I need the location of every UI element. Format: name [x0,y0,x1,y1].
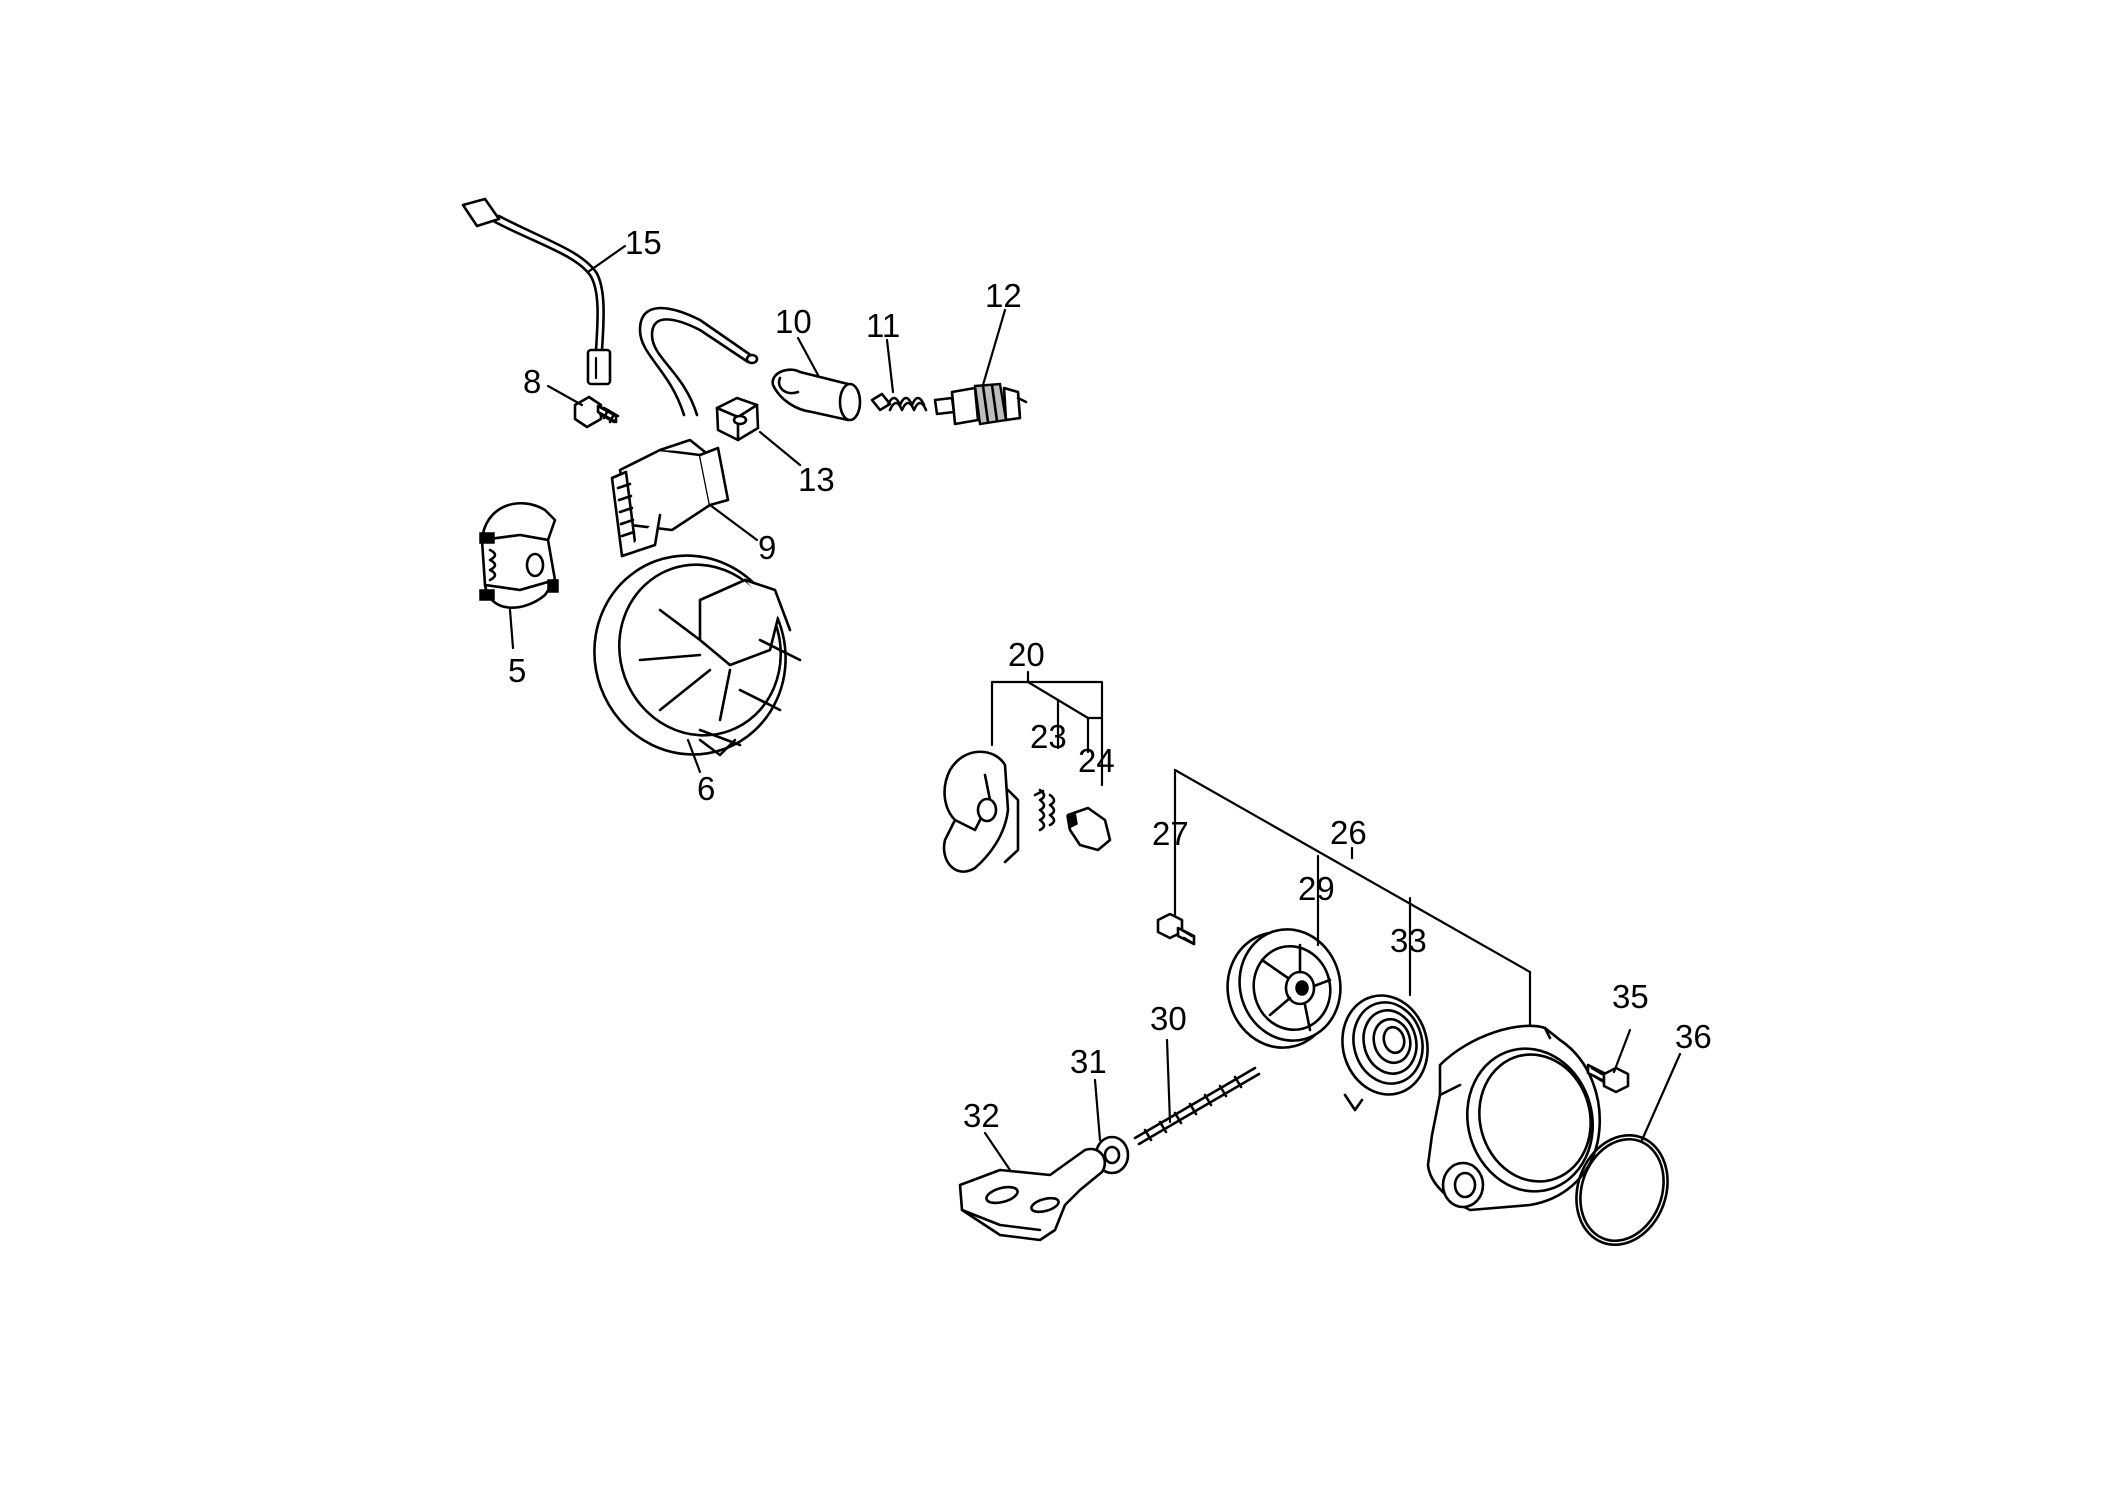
callout-10: 10 [775,303,812,340]
part-13-spacer [715,396,760,442]
callout-36: 36 [1675,1018,1712,1055]
part-27-screw [1156,912,1196,946]
callout-33: 33 [1390,922,1427,959]
callout-31: 31 [1070,1043,1107,1080]
part-33-recoil-spring [1341,994,1429,1112]
callout-30: 30 [1150,1000,1187,1037]
leader-lines [508,244,1682,1172]
part-24-clutch-weight [1066,806,1112,852]
part-29-pulley [1226,928,1342,1049]
callout-29: 29 [1298,870,1335,907]
part-8-bolt [573,395,620,429]
callout-9: 9 [758,529,776,566]
callout-15: 15 [625,224,662,261]
part-23-clutch-spring [1033,788,1056,832]
part-12-spark-plug [933,382,1028,426]
callout-11: 11 [866,307,900,344]
callout-labels: 15 8 10 11 12 13 9 5 6 20 23 24 27 26 29… [508,224,1712,1134]
part-30-rope [1133,1066,1261,1146]
callout-24: 24 [1078,742,1115,779]
callout-35: 35 [1612,978,1649,1015]
part-15-ignition-wire [461,197,612,386]
callout-32: 32 [963,1097,1000,1134]
part-20-clutch-shoe [942,750,1020,873]
callout-8: 8 [523,363,541,400]
callout-26: 26 [1330,814,1367,851]
callout-20: 20 [1008,636,1045,673]
part-10-plug-cap [771,368,862,422]
callout-5: 5 [508,652,526,689]
part-11-spring [870,392,928,412]
part-32-starter-handle [958,1147,1107,1242]
callout-12: 12 [985,277,1022,314]
part-5-clutch-assembly [479,502,559,609]
callout-6: 6 [697,770,715,807]
part-9-ignition-coil [610,306,759,558]
part-26-starter-case [1426,1024,1601,1212]
part-36-gasket [1575,1133,1669,1247]
callout-23: 23 [1030,718,1067,755]
callout-13: 13 [798,461,835,498]
part-6-flywheel [593,554,802,757]
callout-27: 27 [1152,815,1189,852]
